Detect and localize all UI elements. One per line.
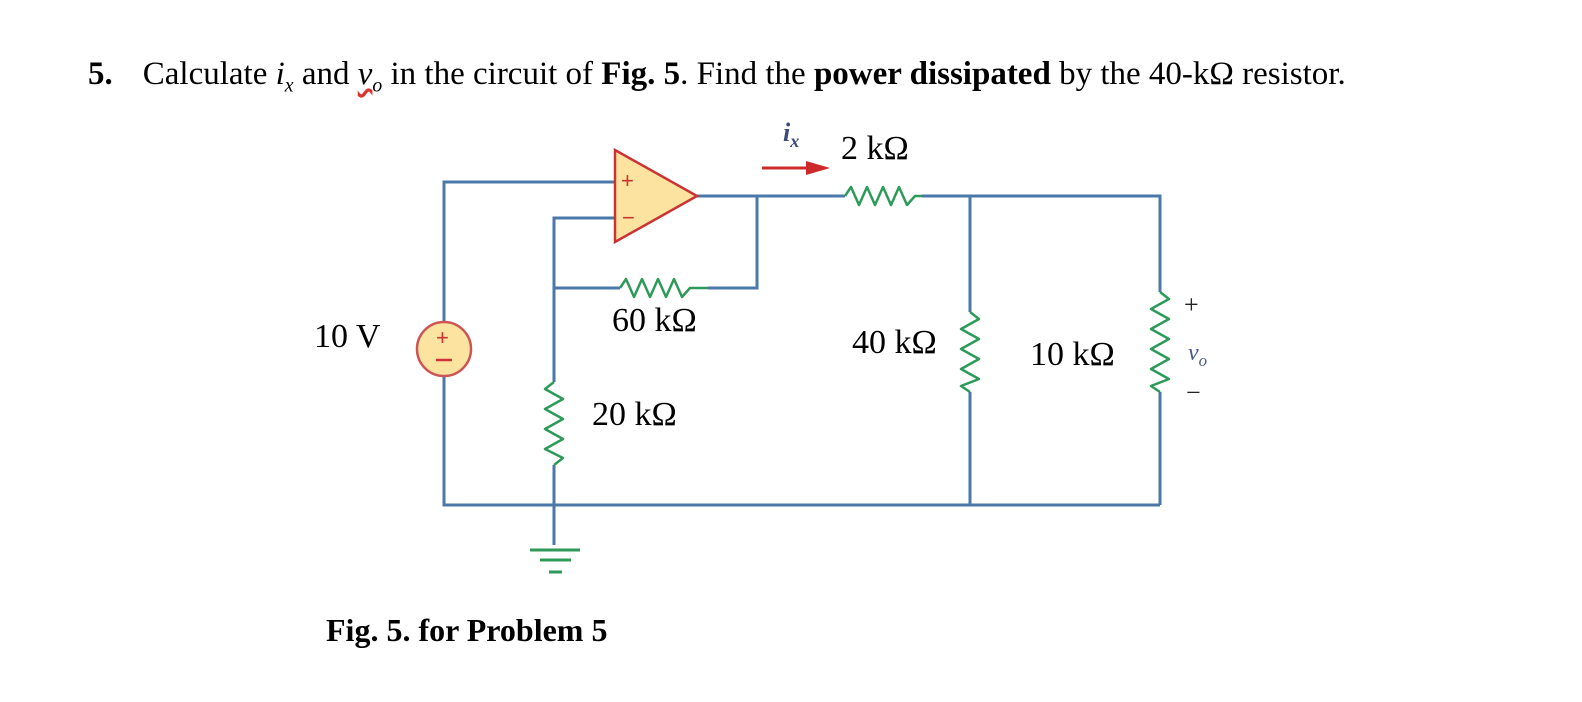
- opamp-minus: −: [622, 205, 635, 230]
- var-vo: vo: [357, 56, 383, 97]
- problem-statement: 5.Calculate ix and vo in the circuit of …: [88, 56, 1346, 98]
- wire-2k-right: [922, 194, 1162, 292]
- opamp-plus: +: [621, 168, 634, 193]
- var-ix: ix: [275, 56, 294, 97]
- resistor-20k-label: 20 kΩ: [592, 396, 677, 433]
- source-plus: +: [436, 325, 449, 350]
- problem-number: 5.: [88, 56, 113, 92]
- text-find: . Find the: [680, 56, 814, 92]
- voltage-source: +: [415, 320, 473, 378]
- vo-minus: −: [1186, 378, 1201, 407]
- resistor-40k: [959, 311, 981, 394]
- ground-icon: [530, 548, 580, 574]
- fig-reference: Fig. 5: [601, 56, 681, 92]
- wire-source-to-opamp-plus: [442, 180, 615, 322]
- source-label: 10 V: [314, 318, 381, 355]
- figure-caption: Fig. 5. for Problem 5: [326, 612, 608, 648]
- resistor-10k-label: 10 kΩ: [1030, 336, 1115, 373]
- text-and: and: [293, 56, 358, 92]
- resistor-2k: [843, 185, 922, 207]
- resistor-60k-label: 60 kΩ: [612, 302, 697, 339]
- resistor-2k-label: 2 kΩ: [841, 130, 909, 167]
- wire-60k-right: [708, 196, 759, 290]
- current-label: ix: [783, 118, 800, 152]
- resistor-10k: [1149, 291, 1171, 394]
- text-in-circuit: in the circuit of: [382, 56, 602, 92]
- text-by-resistor: by the 40-kΩ resistor.: [1050, 56, 1346, 92]
- power-dissipated: power dissipated: [813, 56, 1051, 92]
- text-calc: Calculate: [142, 56, 276, 92]
- vo-plus: +: [1184, 290, 1199, 319]
- wire-source-bottom: [442, 376, 1160, 507]
- resistor-60k: [618, 277, 708, 299]
- vo-label: vo: [1188, 340, 1208, 370]
- opamp: + −: [613, 147, 700, 245]
- wires: [442, 180, 1162, 545]
- resistor-20k: [543, 381, 565, 466]
- wire-opamp-minus: [552, 216, 615, 382]
- resistor-40k-label: 40 kΩ: [852, 324, 937, 361]
- current-arrow: [762, 161, 830, 175]
